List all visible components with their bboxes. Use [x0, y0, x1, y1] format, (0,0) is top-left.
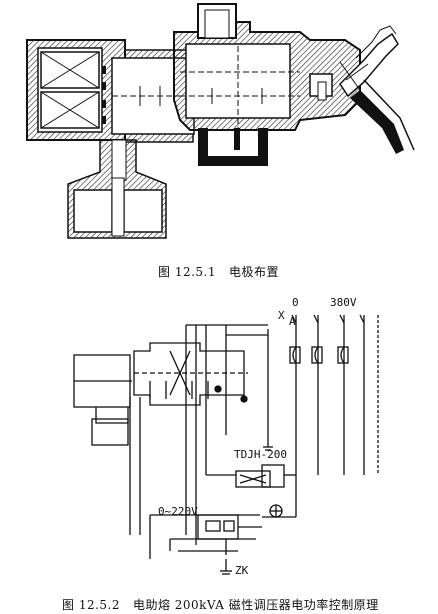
- figure1-caption: 图 12.5.1 电极布置: [158, 263, 279, 280]
- drain-channel: [67, 139, 167, 239]
- figure2-caption-number: 图 12.5.2: [62, 598, 120, 612]
- figure1-caption-number: 图 12.5.1: [158, 265, 216, 279]
- electrode-layout-diagram: [26, 3, 415, 239]
- label-zero: 0: [292, 296, 299, 309]
- refining-tank: [173, 3, 361, 166]
- meter-box: [261, 464, 285, 488]
- control-box: [235, 470, 271, 488]
- figure1-caption-text: 电极布置: [228, 265, 279, 279]
- outlet-channels: [339, 25, 415, 154]
- label-x: X: [278, 309, 285, 322]
- figure2-caption-text: 电助熔 200kVA 磁性调压器电功率控制原理: [132, 598, 379, 612]
- label-tdjh-200: TDJH-200: [234, 448, 287, 461]
- throat-channel: [111, 49, 196, 143]
- furnace-base: [91, 418, 129, 446]
- power-control-schematic: [73, 314, 379, 575]
- label-zk: ZK: [235, 564, 249, 577]
- melting-tank: [26, 39, 126, 141]
- label-a: A: [289, 315, 296, 328]
- label-0-220v: 0~220V: [158, 505, 198, 518]
- label-380v: 380V: [330, 296, 357, 309]
- figure2-caption: 图 12.5.2 电助熔 200kVA 磁性调压器电功率控制原理: [62, 596, 379, 613]
